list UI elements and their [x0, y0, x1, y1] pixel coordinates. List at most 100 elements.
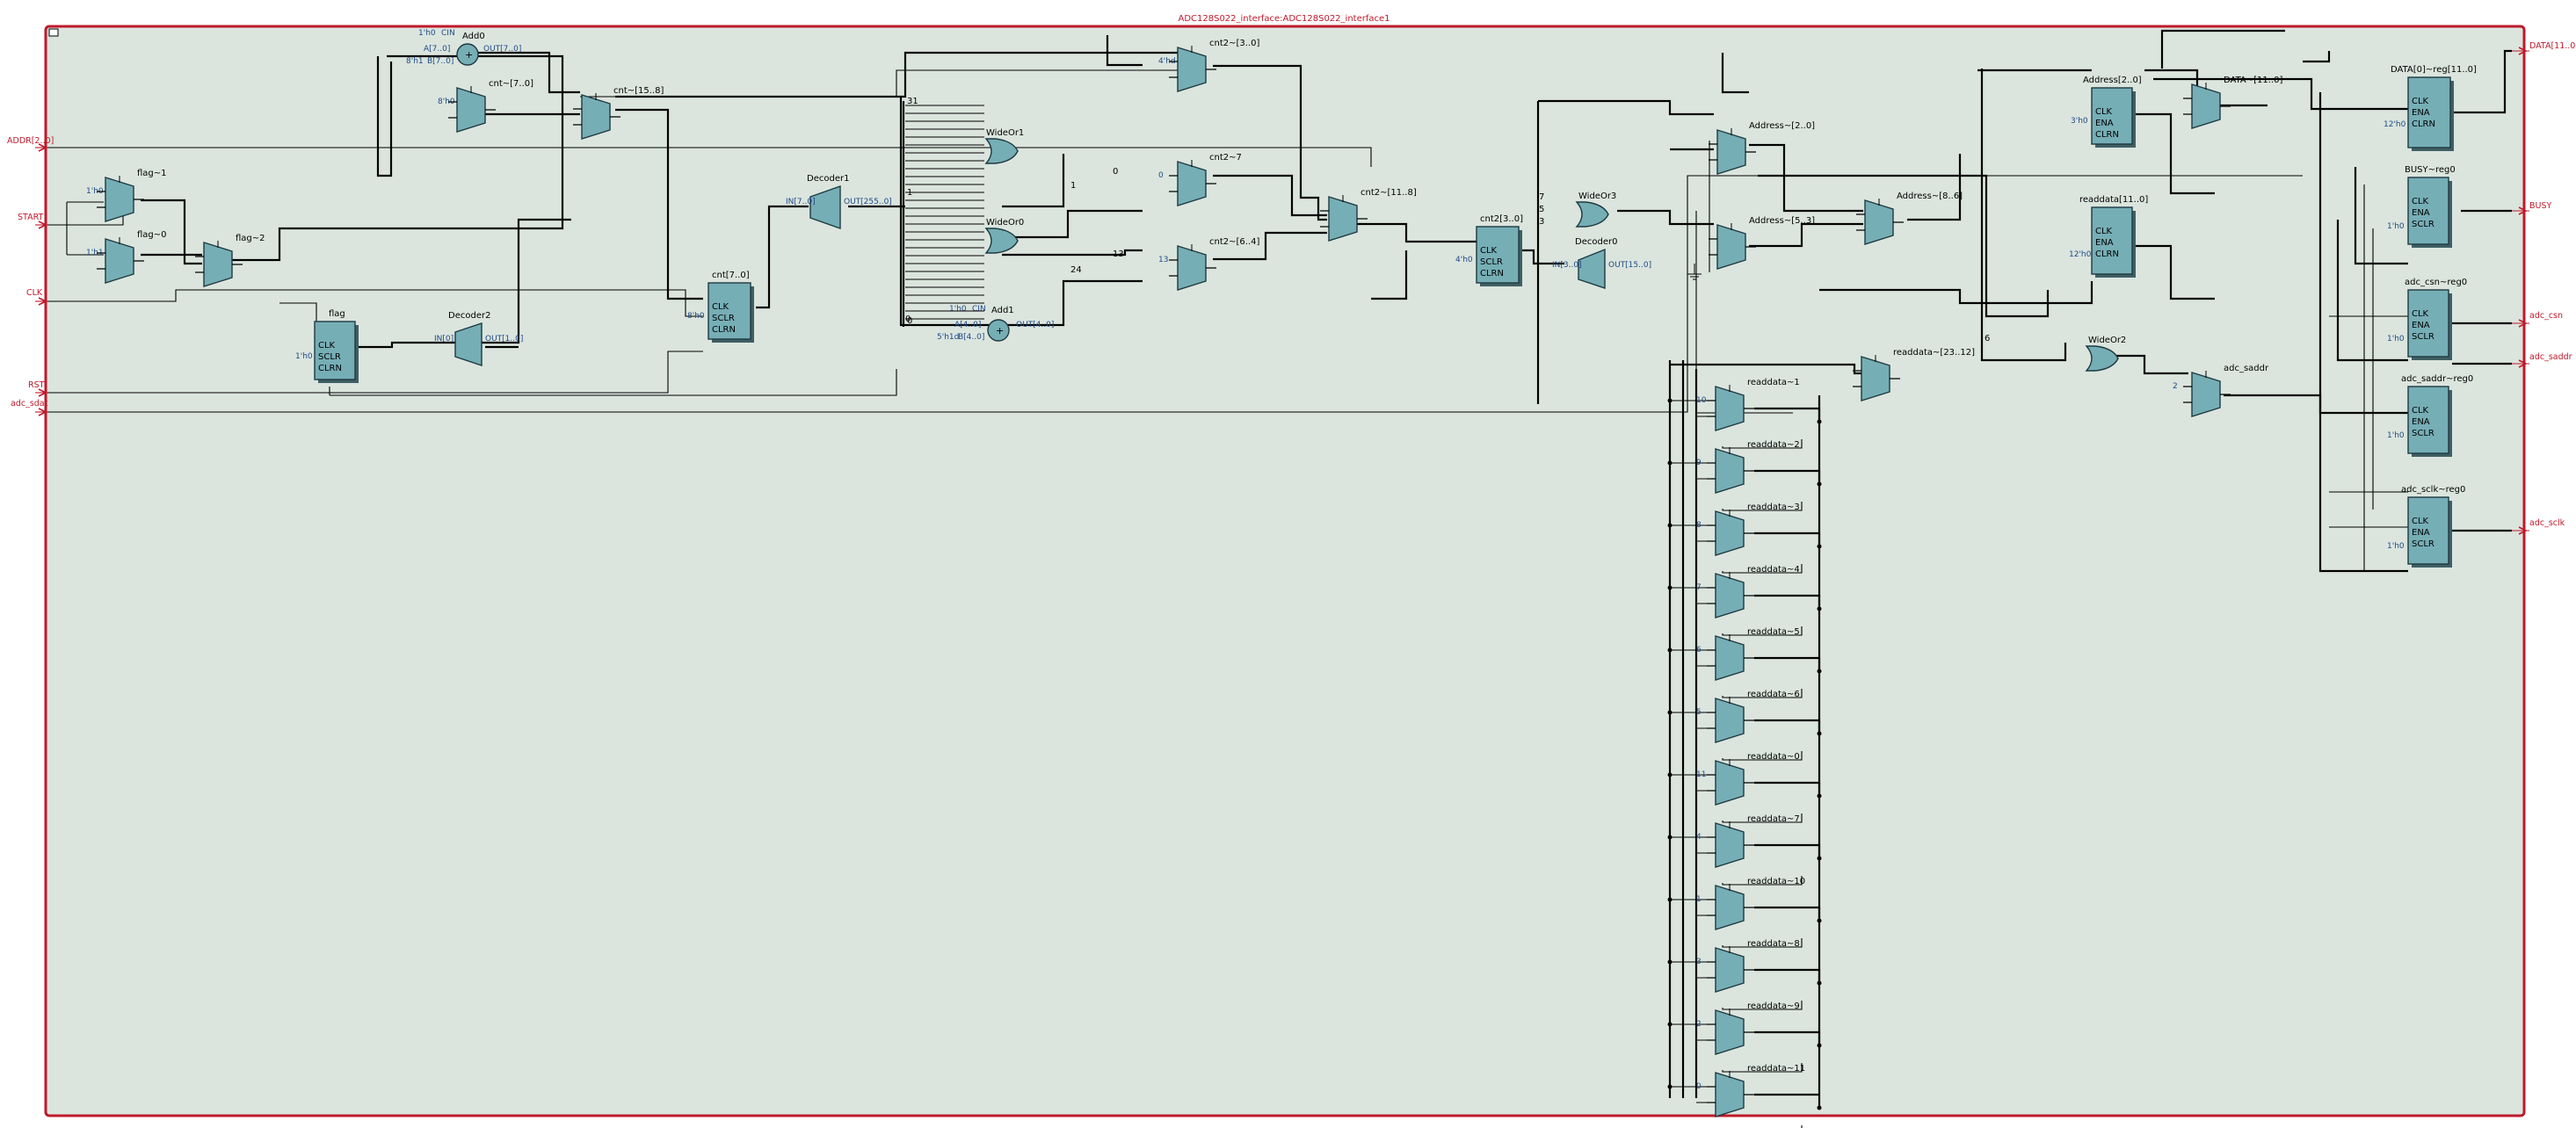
register-label: cnt[7..0]	[712, 271, 750, 280]
mux-cnt2-11-8-[interactable]: cnt2~[11..8]	[1320, 188, 1417, 242]
output-port-adc-csn[interactable]: adc_csn	[2512, 311, 2563, 328]
mux-flag-1[interactable]: flag~11'h0	[86, 169, 167, 222]
mux-readdata-2[interactable]: readdata~29	[1696, 440, 1800, 494]
mux-readdata-10[interactable]: readdata~101	[1696, 877, 1805, 930]
pin-label: CLRN	[318, 364, 342, 373]
register-adc-csn[interactable]: adc_csn~reg0 1'h0 CLK ENA SCLR	[2387, 278, 2467, 360]
mux-address-2-0-[interactable]: Address~[2..0]	[1709, 121, 1815, 175]
collapse-box[interactable]	[48, 28, 59, 37]
mux-label: readdata~8	[1747, 939, 1800, 949]
mux-readdata-4[interactable]: readdata~47	[1696, 565, 1800, 618]
register-label: readdata[11..0]	[2079, 195, 2148, 205]
gate-wideor3[interactable]: WideOr3	[1575, 192, 1616, 228]
mux-label: readdata~3	[1747, 503, 1800, 512]
pin-label: ENA	[2095, 119, 2114, 128]
pin-label: ENA	[2412, 108, 2430, 118]
mux-address-8-6-[interactable]: Address~[8..6]	[1856, 192, 1963, 245]
mux-label: flag~2	[236, 234, 265, 243]
decoder1-output-bus	[902, 101, 984, 327]
pin-label: ENA	[2412, 208, 2430, 218]
register-label: adc_sclk~reg0	[2401, 485, 2465, 495]
mux-readdata-3[interactable]: readdata~38	[1696, 503, 1800, 556]
register-init: 1'h0	[2387, 335, 2405, 343]
register-flag[interactable]: flag 1'h0 CLK SCLR CLRN	[295, 309, 359, 383]
adder-b-const: 5'h1d	[937, 333, 959, 342]
adder-a: A[4..0]	[954, 321, 981, 329]
bus-label: 3	[1539, 217, 1544, 227]
register-data-reg[interactable]: DATA[0]~reg[11..0] 12'h0 CLK ENA CLRN	[2384, 65, 2477, 151]
mux-label: readdata~5	[1747, 627, 1800, 637]
adder-out: OUT[7..0]	[483, 45, 521, 54]
pin-label: CLK	[2412, 309, 2429, 319]
mux-readdata-9[interactable]: readdata~92	[1696, 1001, 1800, 1055]
bus-label: 0	[1113, 167, 1118, 177]
mux-readdata-0[interactable]: readdata~011	[1696, 752, 1800, 806]
input-port-start[interactable]: START	[18, 213, 47, 229]
mux-readdata-23-12-[interactable]: readdata~[23..12]	[1853, 348, 1975, 401]
register-adc-saddr[interactable]: adc_saddr~reg0 1'h0 CLK ENA SCLR	[2387, 374, 2473, 457]
port-label: adc_saddr	[2529, 352, 2572, 362]
mux-readdata-8[interactable]: readdata~83	[1696, 939, 1800, 993]
gate-wideor2[interactable]: WideOr2	[2085, 336, 2126, 372]
gate-wideor0[interactable]: WideOr0	[984, 218, 1024, 254]
mux-cnt-15-8-[interactable]: cnt~[15..8]	[573, 86, 664, 140]
mux-readdata-6[interactable]: readdata~65	[1696, 690, 1800, 743]
mux-input-const: 4'hd	[1158, 57, 1176, 66]
mux-flag-2[interactable]: flag~2	[195, 234, 265, 287]
mux-label: readdata~7	[1747, 814, 1800, 824]
mux-cnt-7-0-[interactable]: cnt~[7..0]8'h0	[438, 79, 533, 133]
input-port-clk[interactable]: CLK	[26, 288, 47, 306]
register-cnt2[interactable]: cnt2[3..0] 4'h0 CLK SCLR CLRN	[1455, 214, 1523, 286]
register-busy[interactable]: BUSY~reg0 1'h0 CLK ENA SCLR	[2387, 165, 2456, 248]
mux-input-const: 2	[2173, 382, 2178, 391]
register-init: 1'h0	[2387, 431, 2405, 440]
output-port-adc-sclk[interactable]: adc_sclk	[2512, 518, 2565, 535]
register-init: 1'h0	[2387, 222, 2405, 231]
output-port-busy[interactable]: BUSY	[2512, 201, 2552, 215]
input-port-adc-sdat[interactable]: adc_sdat	[11, 399, 48, 416]
mux-readdata-5[interactable]: readdata~56	[1696, 627, 1800, 681]
mux-data-11-0-[interactable]: DATA~[11..0]	[2183, 76, 2282, 129]
pin-label: CLRN	[2412, 119, 2435, 129]
mux-input-const: 1	[1696, 895, 1702, 904]
decoder-decoder2[interactable]: Decoder2 IN[0] OUT[1..0]	[434, 311, 523, 366]
bus-label: 6	[1985, 334, 1990, 343]
gate-wideor1[interactable]: WideOr1	[984, 128, 1024, 164]
register-label: BUSY~reg0	[2405, 165, 2456, 175]
register-readdata[interactable]: readdata[11..0] 12'h0 CLK ENA CLRN	[2069, 195, 2148, 278]
register-cnt[interactable]: cnt[7..0] 8'h0 CLK SCLR CLRN	[687, 271, 754, 343]
register-adc-sclk[interactable]: adc_sclk~reg0 1'h0 CLK ENA SCLR	[2387, 485, 2465, 568]
register-address[interactable]: Address[2..0] 3'h0 CLK ENA CLRN	[2071, 76, 2142, 148]
adder-add0[interactable]: + Add0 1'h0 CIN A[7..0] 8'h1 B[7..0] OUT…	[406, 29, 521, 66]
output-port-data[interactable]: DATA[11..0]	[2512, 41, 2576, 55]
mux-readdata-1[interactable]: readdata~110	[1696, 378, 1800, 431]
input-port-rst[interactable]: RST	[28, 380, 47, 397]
mux-label: readdata~1	[1747, 378, 1800, 387]
mux-readdata-11[interactable]: readdata~110	[1696, 1064, 1805, 1117]
mux-input-const: 1'h1	[86, 249, 104, 257]
input-port-addr[interactable]: ADDR[2..0]	[7, 136, 54, 152]
output-port-adc-saddr[interactable]: adc_saddr	[2512, 352, 2572, 368]
decoder-decoder0[interactable]: Decoder0 IN[3..0] OUT[15..0]	[1552, 237, 1651, 289]
mux-cnt2-6-4-[interactable]: cnt2~[6..4]13	[1158, 237, 1259, 291]
mux-label: readdata~0	[1747, 752, 1800, 762]
register-init: 12'h0	[2069, 250, 2092, 259]
pin-label: CLK	[2412, 517, 2429, 526]
mux-flag-0[interactable]: flag~01'h1	[86, 230, 167, 284]
mux-label: Address~[2..0]	[1749, 121, 1815, 131]
mux-cnt2-7[interactable]: cnt2~70	[1158, 153, 1242, 206]
mux-readdata-7[interactable]: readdata~74	[1696, 814, 1800, 868]
mux-address-5-3-[interactable]: Address~[5..3]	[1709, 216, 1815, 270]
decoder-decoder1[interactable]: Decoder1 IN[7..0] OUT[255..0]	[786, 174, 892, 229]
adder-add1[interactable]: + Add1 1'h0 CIN A[4..0] 5'h1d B[4..0] OU…	[937, 305, 1054, 342]
adder-b-const: 8'h1	[406, 57, 424, 66]
adder-b: B[7..0]	[427, 57, 454, 66]
mux-cnt2-3-0-[interactable]: cnt2~[3..0]4'hd	[1158, 39, 1259, 92]
adder-a: A[7..0]	[424, 45, 450, 54]
mux-label: cnt~[15..8]	[613, 86, 664, 96]
pin-label: CLK	[318, 341, 336, 351]
pin-label: SCLR	[1480, 257, 1503, 267]
register-init: 4'h0	[1455, 256, 1473, 264]
adder-b: B[4..0]	[958, 333, 984, 342]
